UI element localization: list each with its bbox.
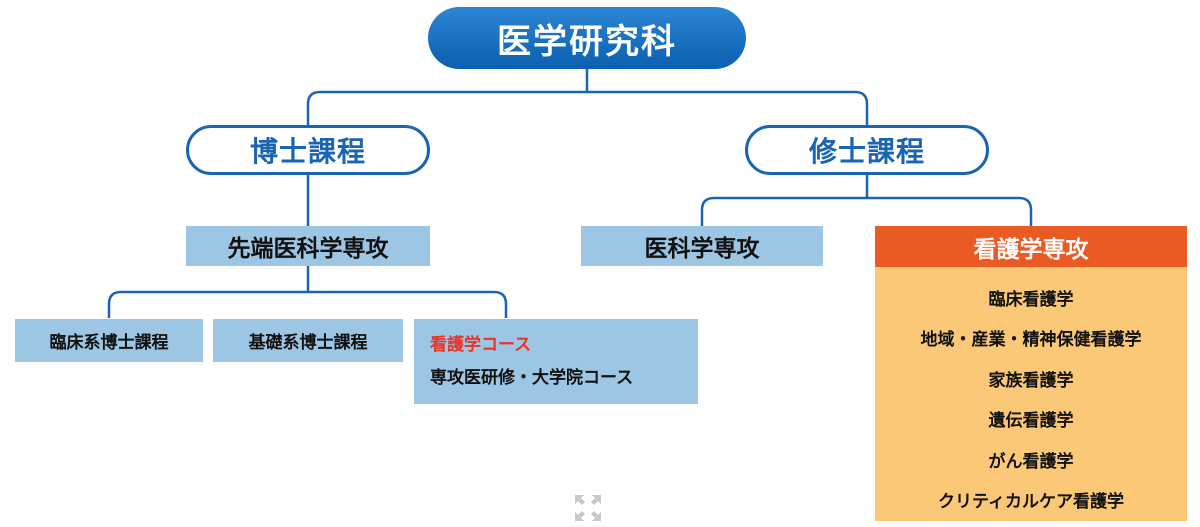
nursing-course-box: 看護学コース 専攻医研修・大学院コース — [414, 319, 698, 404]
nursing-course-title: 看護学コース — [430, 335, 532, 355]
nursing-field-item: クリティカルケア看護学 — [938, 492, 1124, 513]
nursing-field-item: がん看護学 — [988, 451, 1074, 472]
advanced-medical-science-major: 先端医科学専攻 — [186, 226, 430, 266]
expand-arrows-icon[interactable] — [574, 494, 602, 522]
root-node: 医学研究科 — [428, 7, 746, 69]
nursing-field-item: 臨床看護学 — [988, 289, 1074, 310]
masters-node: 修士課程 — [745, 125, 989, 175]
nursing-field-list: 臨床看護学 地域・産業・精神保健看護学 家族看護学 遺伝看護学 がん看護学 クリ… — [875, 267, 1187, 521]
nursing-major-header: 看護学専攻 — [875, 226, 1187, 267]
nursing-field-item: 家族看護学 — [988, 370, 1074, 391]
medical-science-major: 医科学専攻 — [581, 226, 823, 266]
basic-doctoral-course: 基礎系博士課程 — [213, 319, 403, 362]
nursing-field-item: 遺伝看護学 — [988, 411, 1074, 432]
clinical-doctoral-course: 臨床系博士課程 — [15, 319, 203, 362]
nursing-course-subtitle: 専攻医研修・大学院コース — [430, 368, 634, 388]
doctoral-node: 博士課程 — [186, 125, 430, 175]
nursing-field-item: 地域・産業・精神保健看護学 — [920, 330, 1142, 351]
